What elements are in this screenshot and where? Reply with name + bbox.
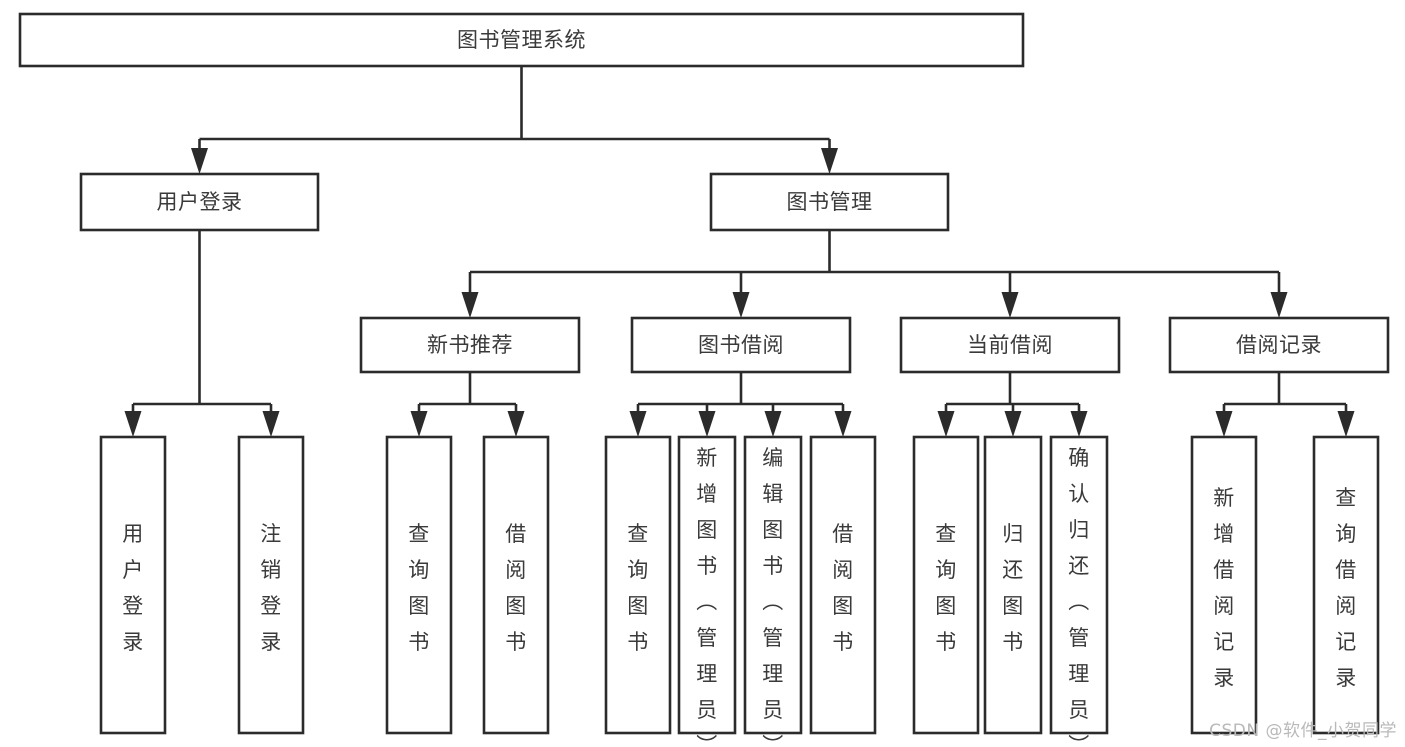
arrow-head-icon: [1270, 292, 1288, 318]
node-label-leaf-add-borrow-record: 新增借阅记录: [1213, 486, 1235, 690]
node-leaf-return-book[interactable]: 归还图书: [983, 435, 1043, 735]
arrow-head-icon: [698, 411, 716, 437]
csdn-watermark: CSDN @软件_小贺同学: [1209, 721, 1397, 741]
node-leaf-edit-book-admin[interactable]: 编辑图书（管理员）: [743, 435, 803, 747]
node-box-new-book-recommend[interactable]: [359, 316, 581, 374]
node-box-leaf-add-book-admin[interactable]: [677, 435, 737, 735]
arrow-head-icon: [821, 148, 838, 174]
connector-e-root-children: [191, 66, 838, 174]
arrow-head-icon: [191, 148, 208, 174]
node-label-leaf-add-book-admin: 新增图书（管理员）: [696, 446, 718, 747]
node-leaf-borrow-book-1[interactable]: 借阅图书: [482, 435, 550, 735]
arrow-head-icon: [732, 292, 750, 318]
arrow-head-icon: [262, 411, 280, 437]
connector-layer: [124, 66, 1355, 437]
node-leaf-query-book-3[interactable]: 查询图书: [912, 435, 980, 735]
node-label-leaf-query-book-2: 查询图书: [627, 522, 649, 654]
node-label-leaf-query-book-3: 查询图书: [935, 522, 957, 654]
arrow-head-icon: [764, 411, 782, 437]
node-leaf-query-borrow-record[interactable]: 查询借阅记录: [1312, 435, 1380, 735]
arrow-head-icon: [124, 411, 142, 437]
arrow-head-icon: [1001, 292, 1019, 318]
node-label-leaf-confirm-return-admin: 确认归还（管理员）: [1068, 446, 1090, 747]
node-box-leaf-user-login[interactable]: [99, 435, 167, 735]
node-label-leaf-return-book: 归还图书: [1002, 522, 1024, 654]
node-box-book-borrow[interactable]: [630, 316, 852, 374]
node-borrow-record[interactable]: 借阅记录: [1168, 316, 1390, 374]
node-label-leaf-user-login: 用户登录: [122, 522, 144, 654]
node-leaf-add-borrow-record[interactable]: 新增借阅记录: [1190, 435, 1258, 735]
node-label-user-login: 用户登录: [157, 190, 243, 214]
arrow-head-icon: [1070, 411, 1088, 437]
connector-e-bookmanage-children: [461, 230, 1288, 318]
node-leaf-borrow-book-2[interactable]: 借阅图书: [809, 435, 877, 735]
node-label-root: 图书管理系统: [457, 28, 586, 52]
arrow-head-icon: [1004, 411, 1022, 437]
connector-e-newbook-children: [410, 372, 525, 437]
node-label-leaf-query-book-1: 查询图书: [408, 522, 430, 654]
node-box-root[interactable]: [18, 12, 1025, 68]
node-current-borrow[interactable]: 当前借阅: [899, 316, 1121, 374]
node-label-leaf-logout: 注销登录: [260, 522, 282, 654]
node-box-user-login[interactable]: [79, 172, 320, 232]
node-box-borrow-record[interactable]: [1168, 316, 1390, 374]
node-book-manage[interactable]: 图书管理: [709, 172, 950, 232]
node-label-leaf-borrow-book-1: 借阅图书: [505, 522, 527, 654]
arrow-head-icon: [1215, 411, 1233, 437]
node-box-leaf-add-borrow-record[interactable]: [1190, 435, 1258, 735]
node-label-leaf-edit-book-admin: 编辑图书（管理员）: [762, 446, 784, 747]
node-label-new-book-recommend: 新书推荐: [427, 333, 513, 357]
node-label-current-borrow: 当前借阅: [967, 333, 1053, 357]
arrow-head-icon: [410, 411, 428, 437]
node-leaf-confirm-return-admin[interactable]: 确认归还（管理员）: [1049, 435, 1109, 747]
node-user-login[interactable]: 用户登录: [79, 172, 320, 232]
node-new-book-recommend[interactable]: 新书推荐: [359, 316, 581, 374]
node-root[interactable]: 图书管理系统: [18, 12, 1025, 68]
node-box-leaf-query-book-2[interactable]: [604, 435, 672, 735]
node-box-leaf-query-borrow-record[interactable]: [1312, 435, 1380, 735]
connector-e-borrowrecord-children: [1215, 372, 1355, 437]
arrow-head-icon: [461, 292, 479, 318]
node-layer: 图书管理系统用户登录图书管理新书推荐图书借阅当前借阅借阅记录用户登录注销登录查询…: [18, 12, 1390, 747]
arrow-head-icon: [629, 411, 647, 437]
node-label-leaf-borrow-book-2: 借阅图书: [832, 522, 854, 654]
node-leaf-user-login[interactable]: 用户登录: [99, 435, 167, 735]
node-box-leaf-borrow-book-1[interactable]: [482, 435, 550, 735]
node-label-leaf-query-borrow-record: 查询借阅记录: [1335, 486, 1357, 690]
node-book-borrow[interactable]: 图书借阅: [630, 316, 852, 374]
node-box-leaf-logout[interactable]: [237, 435, 305, 735]
node-label-book-manage: 图书管理: [787, 190, 873, 214]
node-box-leaf-borrow-book-2[interactable]: [809, 435, 877, 735]
arrow-head-icon: [507, 411, 525, 437]
node-box-leaf-query-book-3[interactable]: [912, 435, 980, 735]
node-box-current-borrow[interactable]: [899, 316, 1121, 374]
node-leaf-add-book-admin[interactable]: 新增图书（管理员）: [677, 435, 737, 747]
connector-e-bookborrow-children: [629, 372, 852, 437]
node-box-leaf-confirm-return-admin[interactable]: [1049, 435, 1109, 735]
arrow-head-icon: [937, 411, 955, 437]
arrow-head-icon: [1337, 411, 1355, 437]
node-leaf-query-book-2[interactable]: 查询图书: [604, 435, 672, 735]
node-leaf-query-book-1[interactable]: 查询图书: [385, 435, 453, 735]
node-box-leaf-edit-book-admin[interactable]: [743, 435, 803, 735]
node-leaf-logout[interactable]: 注销登录: [237, 435, 305, 735]
node-box-leaf-query-book-1[interactable]: [385, 435, 453, 735]
node-label-book-borrow: 图书借阅: [698, 333, 784, 357]
arrow-head-icon: [834, 411, 852, 437]
node-box-book-manage[interactable]: [709, 172, 950, 232]
connector-e-currentborrow-children: [937, 372, 1088, 437]
connector-e-userlogin-children: [124, 230, 280, 437]
node-label-borrow-record: 借阅记录: [1236, 333, 1322, 357]
node-box-leaf-return-book[interactable]: [983, 435, 1043, 735]
